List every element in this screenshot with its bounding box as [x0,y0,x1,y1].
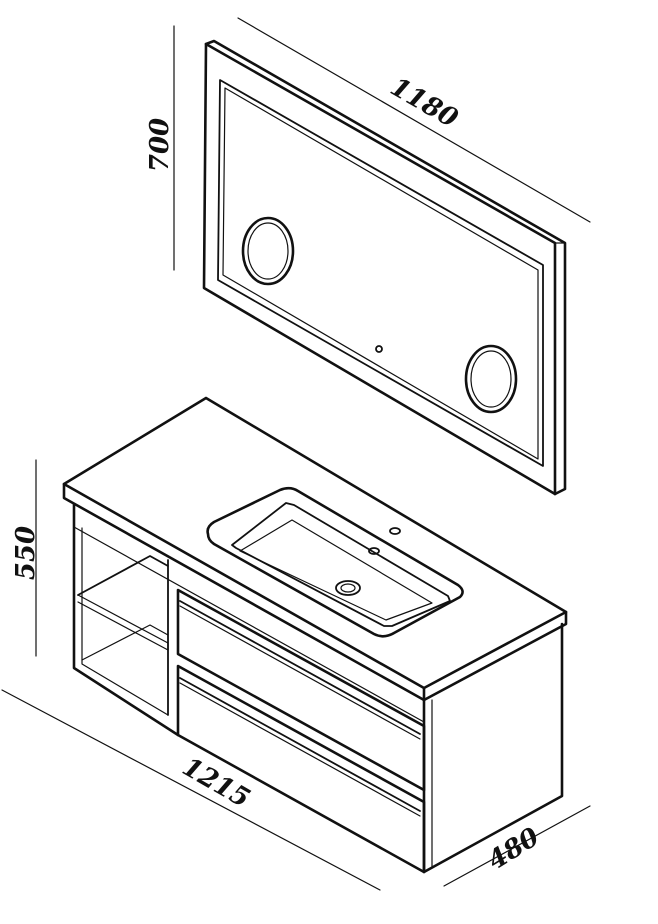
dim-line-cabinet-depth [443,805,591,887]
dim-label-cabinet-depth: 480 [483,822,545,876]
dim-label-cabinet-width: 1215 [177,752,255,814]
mirror [202,39,567,496]
basin-inner [231,502,451,627]
shelf-upper-board [77,555,169,596]
dim-label-mirror-height: 700 [145,118,175,172]
dim-line-mirror-width [237,17,591,223]
mirror-light-ring-right-inner [470,350,512,408]
drawer-lower-handle-shadow [179,682,421,817]
basin-overflow [368,547,380,555]
cabinet-side [422,622,564,874]
drawer-lower [176,664,426,874]
basin-drain-inner [340,583,356,593]
mirror-frame-inner [217,79,544,467]
shelf-inner-back [81,527,169,716]
mirror-touch-sensor [375,345,383,353]
drawer-upper-handle-shadow [179,605,421,740]
basin-rim [206,486,464,638]
faucet-hole [389,527,401,535]
countertop-front-edge [62,482,426,702]
dim-label-cabinet-height: 550 [11,526,41,580]
shelf-lower-back [81,624,169,661]
countertop-bottom-line [63,497,425,701]
mirror-frame-outer [202,42,557,496]
basin [206,486,464,638]
drawer-upper [176,588,426,792]
basin-bowl-floor [239,519,433,621]
mirror-light-ring-left-inner [247,222,289,280]
cabinet-front-left-edge [72,502,180,737]
vanity-cabinet [62,396,568,874]
drawer-lower-handle [179,677,421,812]
mirror-light-ring-left [241,216,295,286]
shelf-upper-board-front [77,601,169,651]
drawer-upper-handle [179,600,421,735]
mirror-light-ring-right [464,344,518,414]
mirror-glass-edge [222,87,539,460]
countertop-side-edge [422,610,568,702]
shelf-upper-board-edge [77,594,169,651]
dimension-lines [1,17,591,891]
dim-line-cabinet-width [1,689,381,891]
dim-label-mirror-width: 1180 [385,72,463,134]
basin-drain [335,580,361,596]
countertop-top [62,396,568,690]
cabinet-front-top-line [73,526,425,723]
